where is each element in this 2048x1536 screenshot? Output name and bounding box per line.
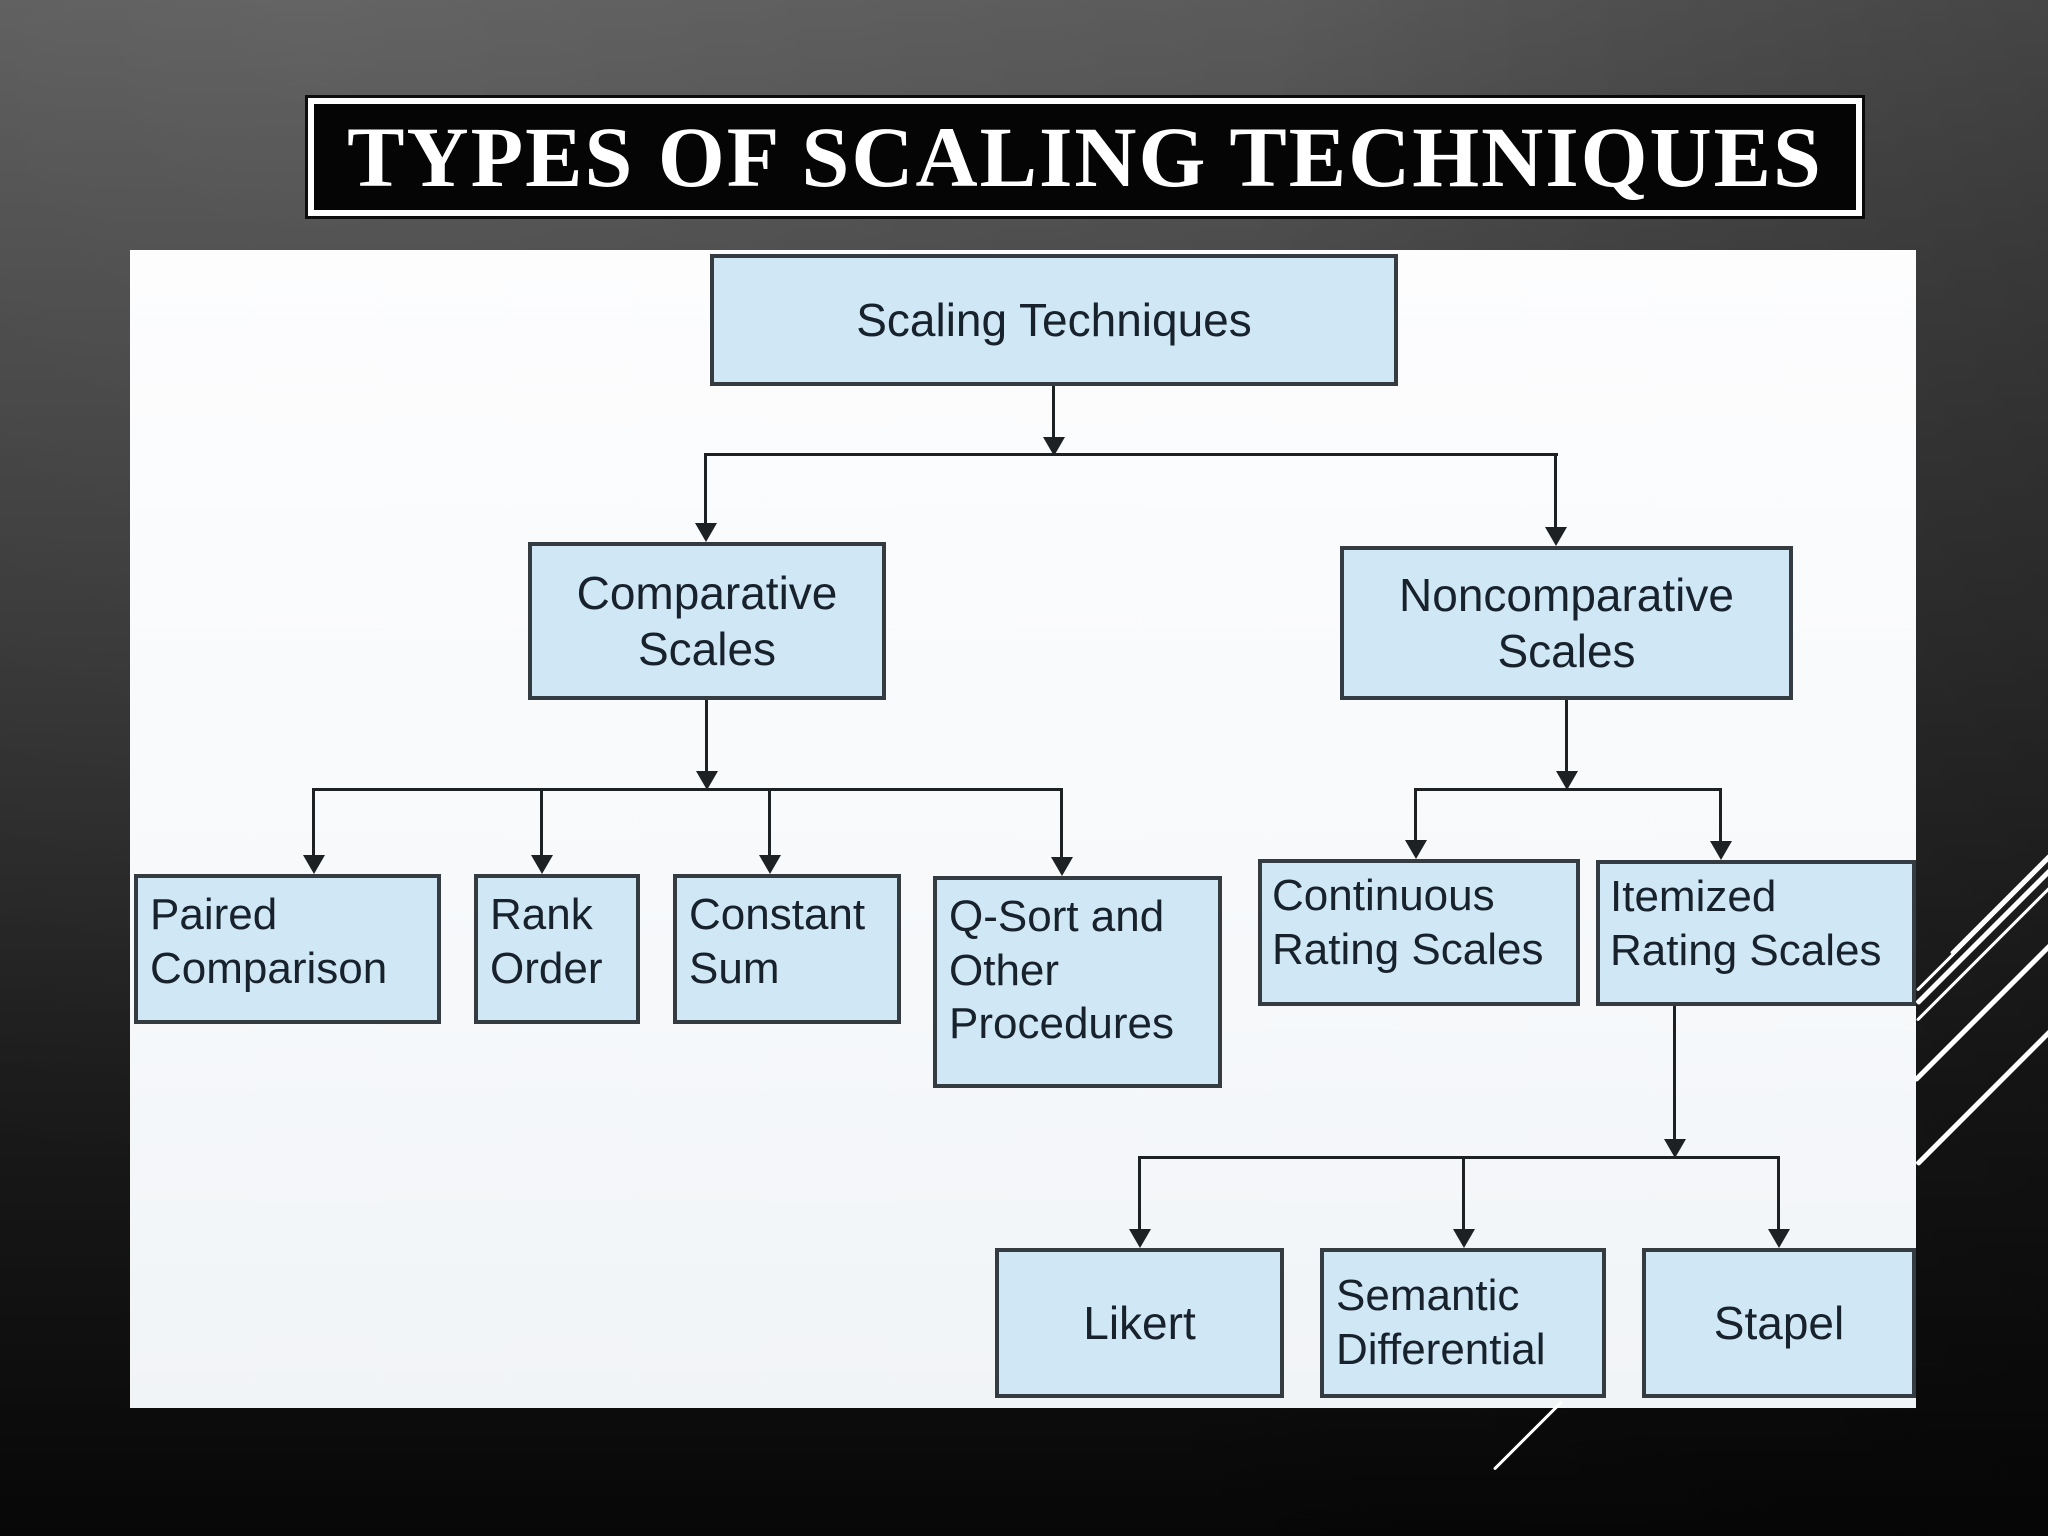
arrowhead-down-icon	[1043, 437, 1065, 456]
connector-segment	[1138, 1156, 1141, 1229]
node-label: Stapel	[1713, 1296, 1845, 1349]
accent-diagonal-line	[1913, 937, 2048, 1083]
connector-segment	[1554, 453, 1557, 528]
arrowhead-down-icon	[1664, 1139, 1686, 1158]
arrowhead-down-icon	[1556, 771, 1578, 790]
arrowhead-down-icon	[1051, 857, 1073, 876]
connector-segment	[312, 788, 315, 856]
node-semantic-differential: Semantic Differential	[1320, 1248, 1606, 1398]
connector-segment	[1565, 700, 1568, 772]
arrowhead-down-icon	[303, 855, 325, 874]
connector-segment	[704, 453, 1558, 456]
connector-segment	[1777, 1156, 1780, 1229]
arrowhead-down-icon	[1768, 1229, 1790, 1248]
arrowhead-down-icon	[1453, 1229, 1475, 1248]
node-label: Comparative Scales	[576, 566, 838, 675]
node-comparative-scales: Comparative Scales	[528, 542, 886, 700]
connector-segment	[1414, 788, 1417, 841]
node-label: Noncomparative Scales	[1399, 568, 1734, 677]
arrowhead-down-icon	[696, 771, 718, 790]
node-label: Semantic Differential	[1336, 1271, 1546, 1374]
node-label: Paired Comparison	[150, 890, 388, 993]
accent-diagonal-line	[1915, 855, 2048, 992]
connector-segment	[768, 788, 771, 856]
node-noncomparative-scales: Noncomparative Scales	[1340, 546, 1793, 700]
node-label: Itemized Rating Scales	[1610, 872, 1882, 975]
arrowhead-down-icon	[1129, 1229, 1151, 1248]
node-q-sort-and-other-procedures: Q-Sort and Other Procedures	[933, 876, 1222, 1088]
arrowhead-down-icon	[759, 855, 781, 874]
connector-segment	[1052, 386, 1055, 439]
arrowhead-down-icon	[1545, 527, 1567, 546]
node-constant-sum: Constant Sum	[673, 874, 901, 1024]
node-itemized-rating-scales: Itemized Rating Scales	[1596, 860, 1916, 1006]
accent-diagonal-line	[1915, 867, 2048, 1006]
node-label: Rank Order	[490, 890, 603, 993]
connector-segment	[704, 453, 707, 524]
arrowhead-down-icon	[1405, 840, 1427, 859]
slide-title: TYPES OF SCALING TECHNIQUES	[347, 109, 1823, 205]
connector-segment	[1462, 1156, 1465, 1229]
arrowhead-down-icon	[531, 855, 553, 874]
connector-segment	[1060, 788, 1063, 858]
node-likert: Likert	[995, 1248, 1284, 1398]
accent-diagonal-line	[1915, 885, 2048, 1022]
connector-segment	[540, 788, 543, 856]
connector-segment	[1138, 1156, 1780, 1159]
connector-segment	[1673, 1006, 1676, 1140]
connector-segment	[1719, 788, 1722, 842]
connector-segment	[312, 788, 1062, 791]
node-label: Likert	[1083, 1296, 1196, 1349]
node-continuous-rating-scales: Continuous Rating Scales	[1258, 859, 1580, 1006]
node-rank-order: Rank Order	[474, 874, 640, 1024]
slide-title-box: TYPES OF SCALING TECHNIQUES	[308, 98, 1862, 216]
arrowhead-down-icon	[1710, 841, 1732, 860]
connector-segment	[1414, 788, 1722, 791]
accent-diagonal-line	[1492, 1400, 1563, 1471]
node-label: Continuous Rating Scales	[1272, 871, 1544, 974]
node-label: Scaling Techniques	[856, 293, 1252, 346]
accent-diagonal-line	[1915, 1021, 2048, 1167]
node-scaling-techniques: Scaling Techniques	[710, 254, 1398, 386]
node-stapel: Stapel	[1642, 1248, 1916, 1398]
node-paired-comparison: Paired Comparison	[134, 874, 441, 1024]
diagram-panel: Scaling Techniques Comparative Scales No…	[130, 250, 1916, 1408]
arrowhead-down-icon	[695, 523, 717, 542]
node-label: Q-Sort and Other Procedures	[949, 892, 1175, 1049]
connector-segment	[705, 700, 708, 772]
node-label: Constant Sum	[689, 890, 866, 993]
